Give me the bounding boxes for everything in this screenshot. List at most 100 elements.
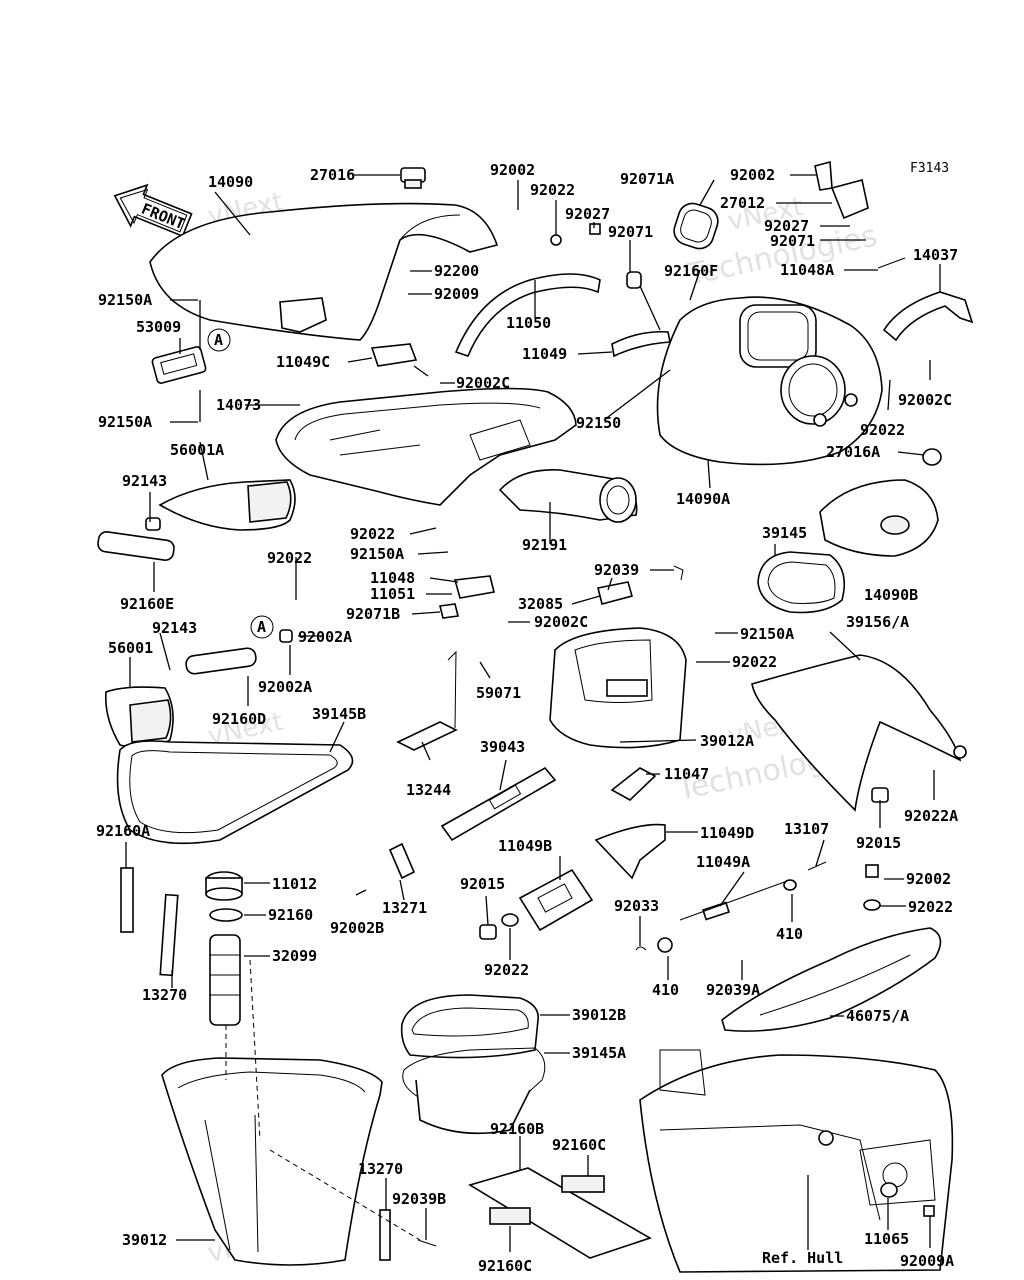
part-label: 39012A <box>700 732 754 750</box>
part-label: 92027 <box>565 205 610 223</box>
part-label: 92039 <box>594 561 639 579</box>
part-label: 11049B <box>498 837 552 855</box>
part-label: 92071 <box>770 232 815 250</box>
part-label: 92160D <box>212 710 266 728</box>
part-label: 92022 <box>350 525 395 543</box>
part-label: 92002C <box>456 374 510 392</box>
part-label: 27012 <box>720 194 765 212</box>
ref-a-1: A <box>214 331 223 349</box>
cover-14090 <box>149 202 499 341</box>
part-label: 46075/A <box>846 1007 909 1025</box>
part-label: 92160 <box>268 906 313 924</box>
part-label: 13244 <box>406 781 451 799</box>
part-label: 39043 <box>480 738 525 756</box>
latch-53009 <box>151 346 207 384</box>
tray-39012B <box>400 994 539 1059</box>
part-label: 92160C <box>478 1257 532 1275</box>
part-label: 92002A <box>298 628 352 646</box>
part-label: 27016A <box>826 443 880 461</box>
rail-14037 <box>882 291 974 342</box>
part-label: 11049D <box>700 824 754 842</box>
part-label: 92160A <box>96 822 150 840</box>
part-label: 92002B <box>330 919 384 937</box>
plate-39043 <box>440 766 557 842</box>
part-label: 39145 <box>762 524 807 542</box>
part-label: 92002A <box>258 678 312 696</box>
part-label: 92015 <box>460 875 505 893</box>
part-label: 14090A <box>676 490 730 508</box>
part-label: 92150 <box>576 414 621 432</box>
part-label: 11048 <box>370 569 415 587</box>
part-label: 11049A <box>696 853 750 871</box>
part-label: 14037 <box>913 246 958 264</box>
part-label: 92027 <box>764 217 809 235</box>
part-label: 39012 <box>122 1231 167 1249</box>
part-label: 39145A <box>572 1044 626 1062</box>
part-label: 13107 <box>784 820 829 838</box>
box-39012 <box>161 1057 383 1266</box>
part-label: 92022A <box>904 807 958 825</box>
part-label: 11051 <box>370 585 415 603</box>
part-label: 92002C <box>534 613 588 631</box>
part-label: 92150A <box>350 545 404 563</box>
part-label: 92002 <box>730 166 775 184</box>
part-label: 13271 <box>382 899 427 917</box>
part-label: 92022 <box>530 181 575 199</box>
frame-14073 <box>275 387 577 506</box>
leader-lines <box>125 174 941 1252</box>
part-label: 92022 <box>908 898 953 916</box>
part-label: 56001A <box>170 441 224 459</box>
part-label: 92160F <box>664 262 718 280</box>
part-label: 39012B <box>572 1006 626 1024</box>
part-label: 92009A <box>900 1252 954 1270</box>
bumper-46075A <box>721 927 942 1032</box>
part-label: 92022 <box>267 549 312 567</box>
part-label: 92143 <box>152 619 197 637</box>
part-label: 92071 <box>608 223 653 241</box>
part-label: 92002 <box>906 870 951 888</box>
part-label: 59071 <box>476 684 521 702</box>
part-label: 92022 <box>732 653 777 671</box>
part-label: 410 <box>776 925 803 943</box>
ref-hull <box>639 1054 954 1273</box>
part-label: 13270 <box>358 1160 403 1178</box>
part-label: 92150A <box>98 291 152 309</box>
part-label: 92200 <box>434 262 479 280</box>
part-label: 11048A <box>780 261 834 279</box>
part-label: 92039B <box>392 1190 446 1208</box>
cover-39156A <box>751 654 962 812</box>
part-label: 53009 <box>136 318 181 336</box>
part-label: 92002C <box>898 391 952 409</box>
part-label: 13270 <box>142 986 187 1004</box>
part-label: 92191 <box>522 536 567 554</box>
part-label: 92009 <box>434 285 479 303</box>
part-label: 92150A <box>98 413 152 431</box>
part-label: 11065 <box>864 1230 909 1248</box>
part-label: 92160E <box>120 595 174 613</box>
part-label: 14090 <box>208 173 253 191</box>
part-label: 92071B <box>346 605 400 623</box>
part-labels: 14090 27016 92002 92022 92027 92071A 920… <box>96 161 958 1275</box>
part-label: 32099 <box>272 947 317 965</box>
part-label: 410 <box>652 981 679 999</box>
part-label: 56001 <box>108 639 153 657</box>
part-label: 92143 <box>122 472 167 490</box>
ref-a-2: A <box>257 618 266 636</box>
figure-code: F3143 <box>910 161 949 176</box>
part-label: 92150A <box>740 625 794 643</box>
part-label: 11049 <box>522 345 567 363</box>
rail-11050 <box>454 273 601 357</box>
part-label: 92033 <box>614 897 659 915</box>
part-label: 92039A <box>706 981 760 999</box>
part-label: 14090B <box>864 586 918 604</box>
part-label: 39156/A <box>846 613 909 631</box>
part-label: 92015 <box>856 834 901 852</box>
part-label: 14073 <box>216 396 261 414</box>
part-label: 32085 <box>518 595 563 613</box>
bracket-11049B <box>518 868 594 932</box>
part-label: 92071A <box>620 170 674 188</box>
part-label: 92002 <box>490 161 535 179</box>
part-label: 11049C <box>276 353 330 371</box>
part-label: 92160B <box>490 1120 544 1138</box>
part-label: 11012 <box>272 875 317 893</box>
